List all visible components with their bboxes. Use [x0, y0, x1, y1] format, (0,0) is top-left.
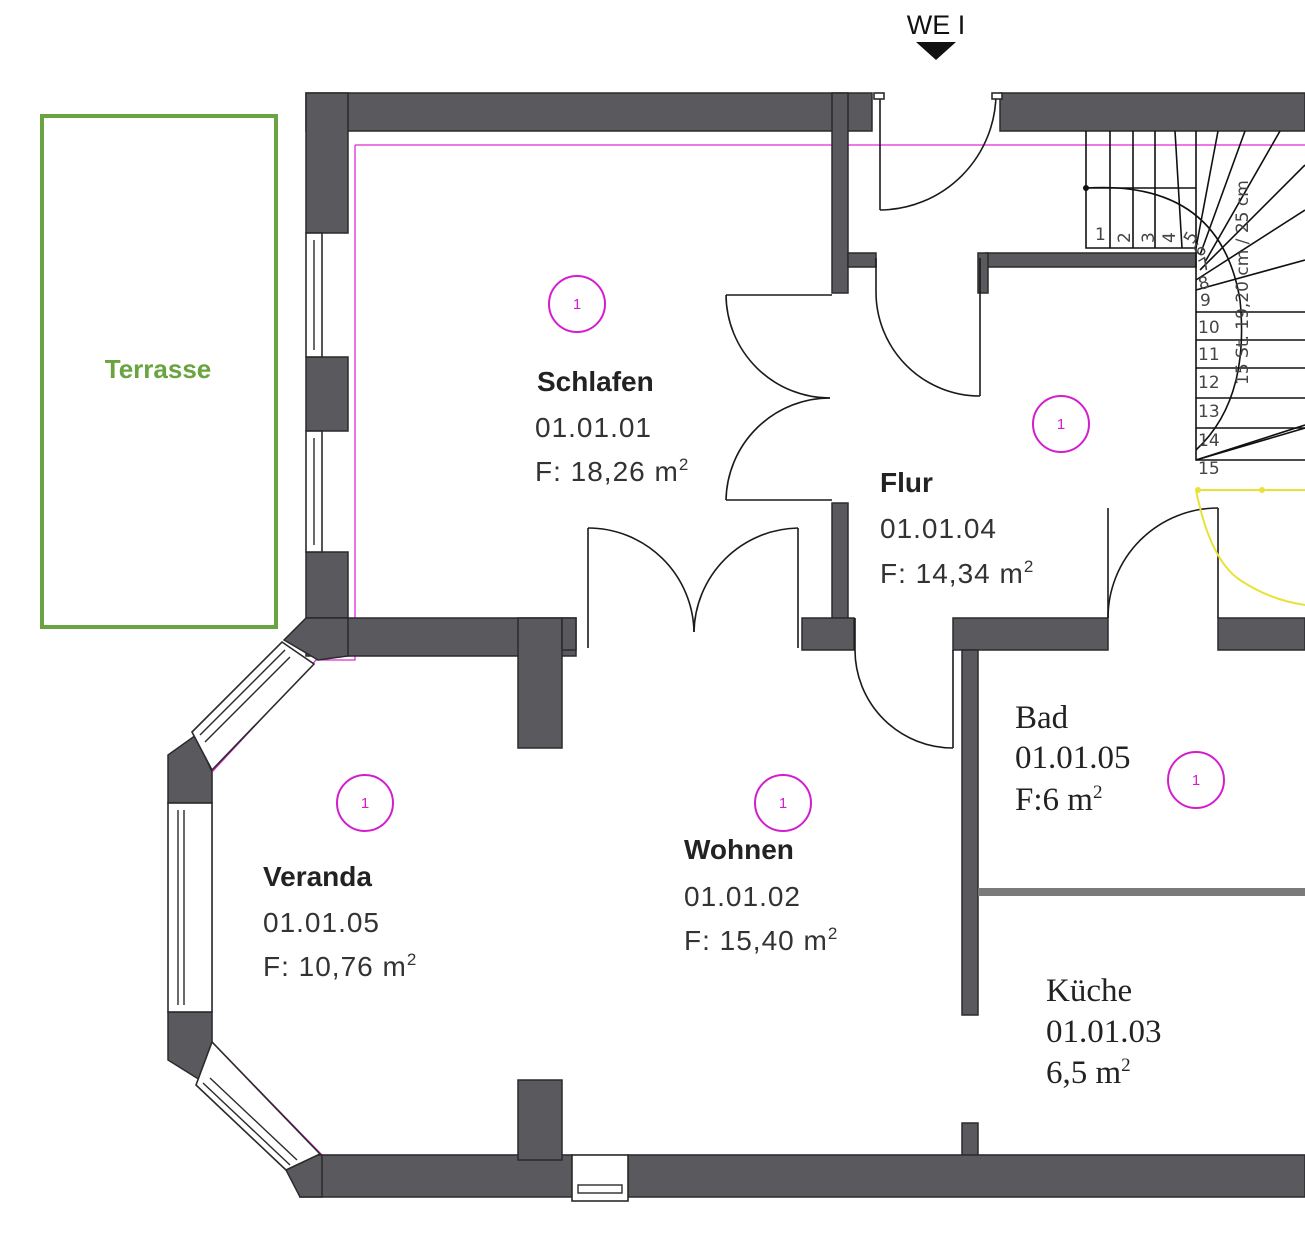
window-wohnen-bottom	[571, 1154, 629, 1202]
room-number: 01.01.05	[1015, 740, 1131, 776]
room-label-bad: Bad 01.01.05 F:6 m2	[1015, 700, 1131, 818]
room-label-flur: Flur 01.01.04 F: 14,34 m2	[880, 467, 1034, 589]
room-marker-veranda-label: 1	[361, 795, 369, 812]
window-veranda-upper	[191, 640, 316, 772]
room-name: Küche	[1046, 973, 1132, 1009]
room-markers: 1 1 1 1 1	[336, 275, 1225, 832]
doors	[587, 92, 1219, 749]
room-marker-veranda	[336, 774, 394, 832]
room-marker-bad	[1167, 751, 1225, 809]
stair-label: 15 St. 19,20 cm / 25 cm	[1233, 180, 1253, 385]
room-area: F:6 m2	[1015, 782, 1102, 818]
room-label-wohnen: Wohnen 01.01.02 F: 15,40 m2	[684, 834, 838, 956]
escape-route	[1195, 487, 1305, 606]
stair-step-2: 2	[1115, 232, 1135, 243]
stair-step-10: 10	[1198, 318, 1220, 338]
stair-step-4: 4	[1160, 232, 1180, 243]
stair-step-14: 14	[1198, 431, 1220, 451]
room-marker-schlafen	[548, 275, 606, 333]
room-area: F: 10,76 m2	[263, 950, 417, 982]
room-name: Veranda	[263, 861, 372, 892]
entrance-arrow-icon	[916, 42, 956, 60]
room-number: 01.01.02	[684, 881, 801, 912]
room-marker-flur	[1032, 395, 1090, 453]
terrace: Terrasse	[40, 114, 278, 629]
room-name: Schlafen	[537, 366, 654, 397]
room-number: 01.01.03	[1046, 1014, 1162, 1050]
terrace-label: Terrasse	[105, 354, 212, 384]
room-area: F: 14,34 m2	[880, 557, 1034, 589]
room-label-veranda: Veranda 01.01.05 F: 10,76 m2	[263, 861, 417, 982]
room-area: F: 18,26 m2	[535, 455, 689, 487]
window-veranda-lower	[195, 1040, 322, 1171]
walls	[167, 92, 1305, 1198]
room-name: Flur	[880, 467, 933, 498]
window-veranda-left	[167, 802, 213, 1013]
room-number: 01.01.04	[880, 513, 997, 544]
stair-step-1: 1	[1095, 225, 1106, 245]
room-area: 6,5 m2	[1046, 1055, 1131, 1091]
stair-step-13: 13	[1198, 402, 1220, 422]
room-number: 01.01.05	[263, 907, 380, 938]
windows	[167, 232, 629, 1202]
room-marker-flur-label: 1	[1057, 416, 1065, 433]
entrance-label: WE I	[907, 10, 966, 40]
entrance-marker: WE I	[907, 10, 966, 60]
stair-step-11: 11	[1198, 345, 1220, 365]
room-name: Wohnen	[684, 834, 794, 865]
room-label-kueche: Küche 01.01.03 6,5 m2	[1046, 973, 1162, 1091]
staircase: 1 2 3 4 5 6 7 8 9 10 11 12 13 14 15 15 S…	[1083, 130, 1305, 479]
room-marker-bad-label: 1	[1192, 772, 1200, 789]
stair-step-12: 12	[1198, 373, 1220, 393]
stair-step-15: 15	[1198, 459, 1220, 479]
room-number: 01.01.01	[535, 412, 652, 443]
room-name: Bad	[1015, 700, 1069, 736]
terrace-outline	[40, 114, 278, 629]
stair-step-8: 8	[1196, 273, 1212, 295]
room-marker-wohnen	[754, 774, 812, 832]
room-area: F: 15,40 m2	[684, 924, 838, 956]
stair-step-9: 9	[1200, 291, 1211, 311]
room-label-schlafen: Schlafen 01.01.01 F: 18,26 m2	[535, 366, 689, 487]
room-marker-wohnen-label: 1	[779, 795, 787, 812]
room-marker-schlafen-label: 1	[573, 296, 581, 313]
stair-step-3: 3	[1139, 232, 1159, 243]
